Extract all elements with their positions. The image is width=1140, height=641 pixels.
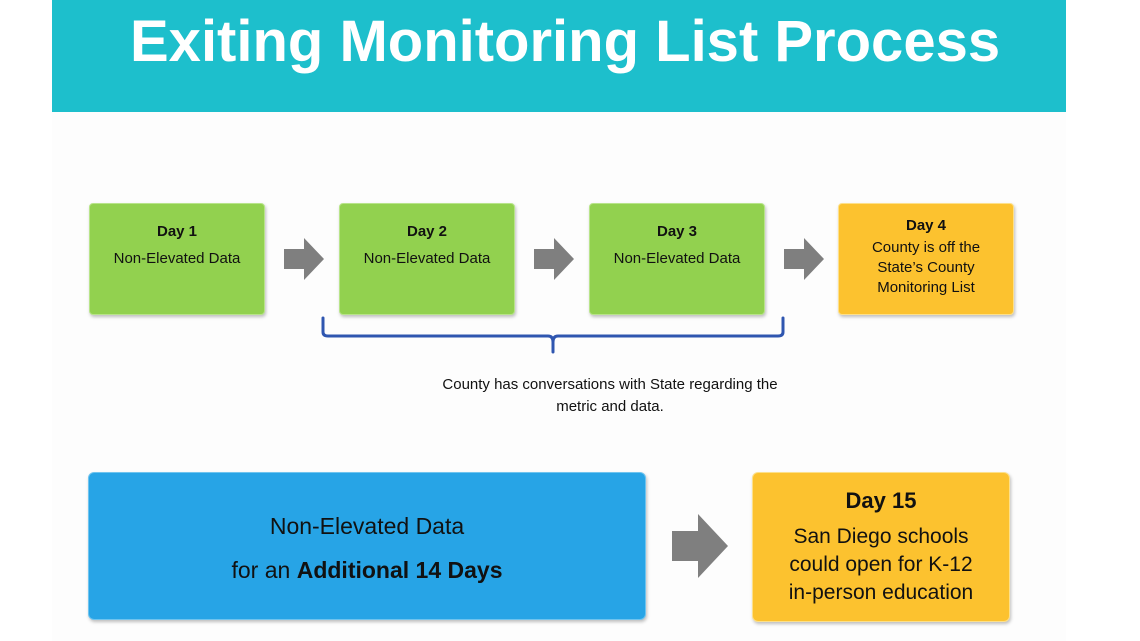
day-1-title: Day 1: [156, 223, 198, 240]
day-15-title: Day 15: [845, 488, 917, 513]
day-4-line-2: State’s County: [877, 259, 975, 276]
arrow-right-icon: [284, 238, 324, 280]
day-15-text: San Diego schools could open for K-12 in…: [753, 523, 1009, 607]
arrow-right-icon: [672, 514, 728, 578]
slide: Exiting Monitoring List Process Day 1 No…: [52, 0, 1066, 641]
left-margin: [0, 0, 52, 641]
day-15-line-3: in-person education: [788, 581, 974, 604]
day-3-box: Day 3 Non-Elevated Data: [589, 203, 765, 315]
day-4-line-3: Monitoring List: [877, 279, 975, 296]
additional-line-1: Non-Elevated Data: [269, 513, 465, 539]
day-1-box: Day 1 Non-Elevated Data: [89, 203, 265, 315]
additional-line-2: for an Additional 14 Days: [89, 548, 645, 592]
day-3-text: Non-Elevated Data: [613, 250, 741, 267]
arrow-right-icon: [534, 238, 574, 280]
slide-title: Exiting Monitoring List Process: [130, 9, 1001, 74]
title-bar: Exiting Monitoring List Process: [52, 0, 1066, 112]
arrow-right-icon: [784, 238, 824, 280]
additional-days-box: Non-Elevated Data for an Additional 14 D…: [88, 472, 646, 620]
day-4-box: Day 4 County is off the State’s County M…: [838, 203, 1014, 315]
day-15-line-2: could open for K-12: [789, 553, 973, 576]
day-3-title: Day 3: [656, 223, 698, 240]
day-15-line-1: San Diego schools: [793, 525, 969, 548]
caption-line-1: County has conversations with State rega…: [442, 376, 778, 393]
caption-line-2: metric and data.: [556, 398, 664, 415]
bracket-icon: [321, 316, 785, 354]
caption: County has conversations with State rega…: [370, 374, 850, 418]
additional-prefix: for an: [231, 557, 297, 583]
day-4-title: Day 4: [905, 217, 947, 234]
right-margin: [1066, 0, 1140, 641]
day-15-box: Day 15 San Diego schools could open for …: [752, 472, 1010, 622]
day-2-title: Day 2: [406, 223, 448, 240]
day-2-text: Non-Elevated Data: [363, 250, 491, 267]
day-2-box: Day 2 Non-Elevated Data: [339, 203, 515, 315]
day-4-line-1: County is off the: [871, 239, 981, 256]
additional-bold: Additional 14 Days: [296, 557, 503, 583]
day-1-text: Non-Elevated Data: [113, 250, 241, 267]
day-4-text: County is off the State’s County Monitor…: [839, 238, 1013, 298]
